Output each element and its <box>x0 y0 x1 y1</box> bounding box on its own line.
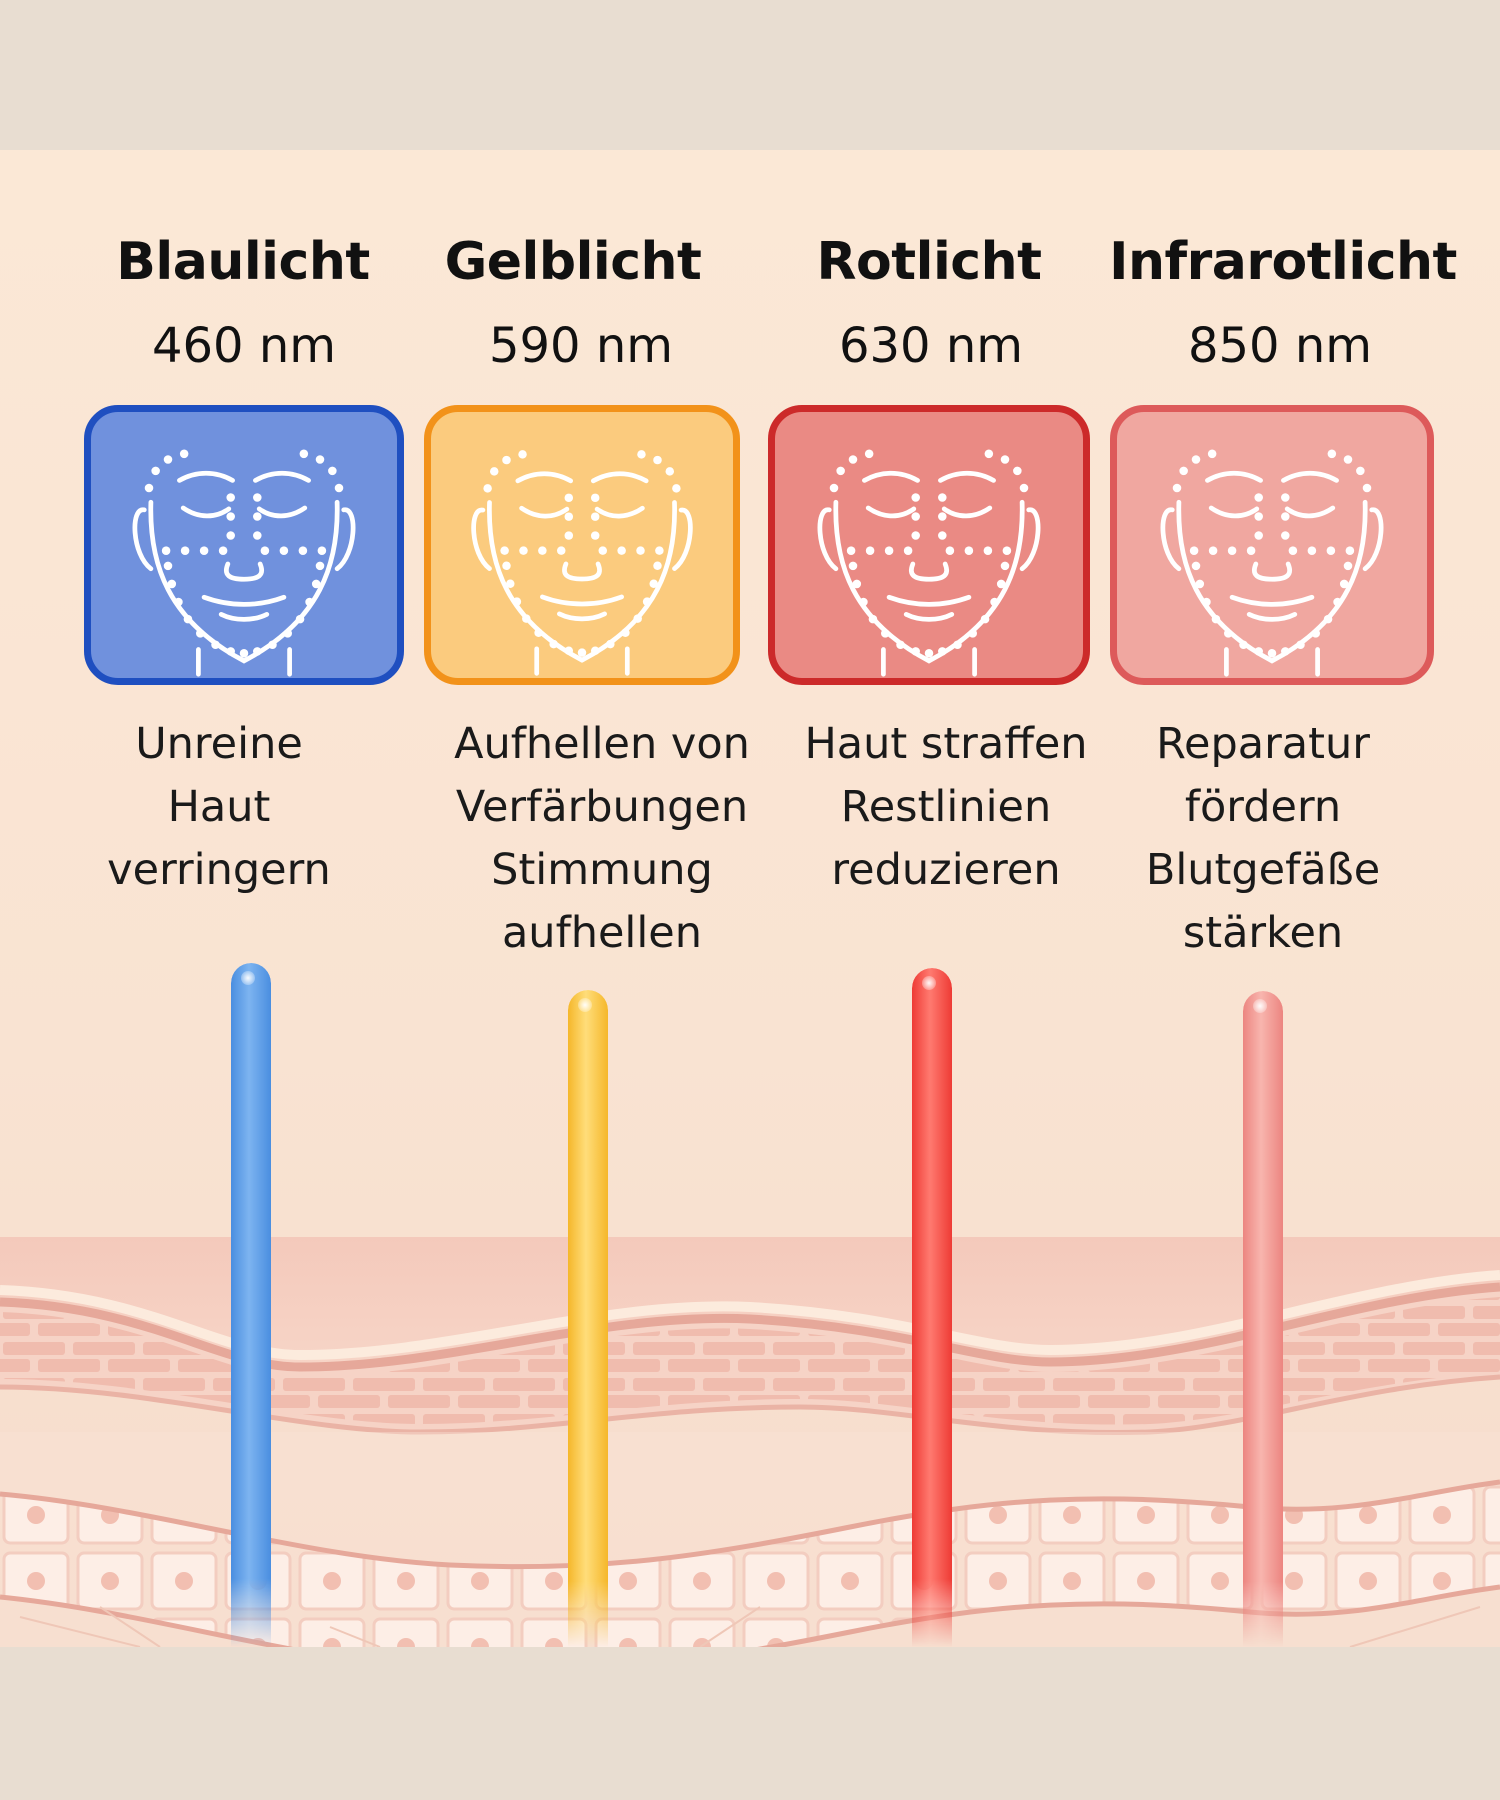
face-icon-red-box <box>768 405 1090 685</box>
description-blaulicht: Unreine Haut verringern <box>107 713 331 902</box>
yellow-light-beam <box>568 990 608 1647</box>
wavelength-rotlicht: 630 nm <box>838 318 1024 374</box>
description-line: Stimmung <box>491 845 713 895</box>
description-line: Reparatur <box>1156 719 1370 769</box>
description-line: stärken <box>1182 908 1344 958</box>
description-line: verringern <box>107 845 331 895</box>
wavelength-infrarotlicht: 850 nm <box>1187 318 1373 374</box>
face-outline-icon <box>132 449 356 677</box>
face-outline-icon <box>471 450 693 676</box>
heading-blaulicht: Blaulicht <box>116 232 370 292</box>
description-line: Verfärbungen <box>455 782 749 832</box>
description-line: reduzieren <box>831 845 1061 895</box>
blue-light-beam <box>231 963 271 1647</box>
face-outline-icon <box>817 449 1041 677</box>
description-line: Unreine <box>135 719 303 769</box>
infographic-panel: Blaulicht Gelblicht Rotlicht Infrarotlic… <box>0 150 1500 1647</box>
face-icon-infrared-box <box>1110 405 1434 685</box>
description-line: Blutgefäße <box>1145 845 1381 895</box>
wavelength-blaulicht: 460 nm <box>151 318 337 374</box>
description-line: aufhellen <box>501 908 703 958</box>
red-light-beam <box>912 968 952 1647</box>
description-rotlicht: Haut straffen Restlinien reduzieren <box>804 713 1087 902</box>
wavelength-gelblicht: 590 nm <box>488 318 674 374</box>
description-line: Haut straffen <box>804 719 1088 769</box>
description-line: Haut <box>167 782 271 832</box>
description-line: Restlinien <box>840 782 1052 832</box>
face-icon-blue-box <box>84 405 404 685</box>
heading-infrarotlicht: Infrarotlicht <box>1109 232 1457 292</box>
description-infrarotlicht: Reparatur fördern Blutgefäße stärken <box>1146 713 1380 965</box>
face-outline-icon <box>1160 449 1384 677</box>
face-icon-yellow-box <box>424 405 740 685</box>
infrared-light-beam <box>1243 991 1283 1647</box>
description-gelblicht: Aufhellen von Verfärbungen Stimmung aufh… <box>454 713 750 965</box>
description-line: fördern <box>1184 782 1342 832</box>
description-line: Aufhellen von <box>454 719 750 769</box>
heading-rotlicht: Rotlicht <box>816 232 1042 292</box>
heading-gelblicht: Gelblicht <box>444 232 702 292</box>
